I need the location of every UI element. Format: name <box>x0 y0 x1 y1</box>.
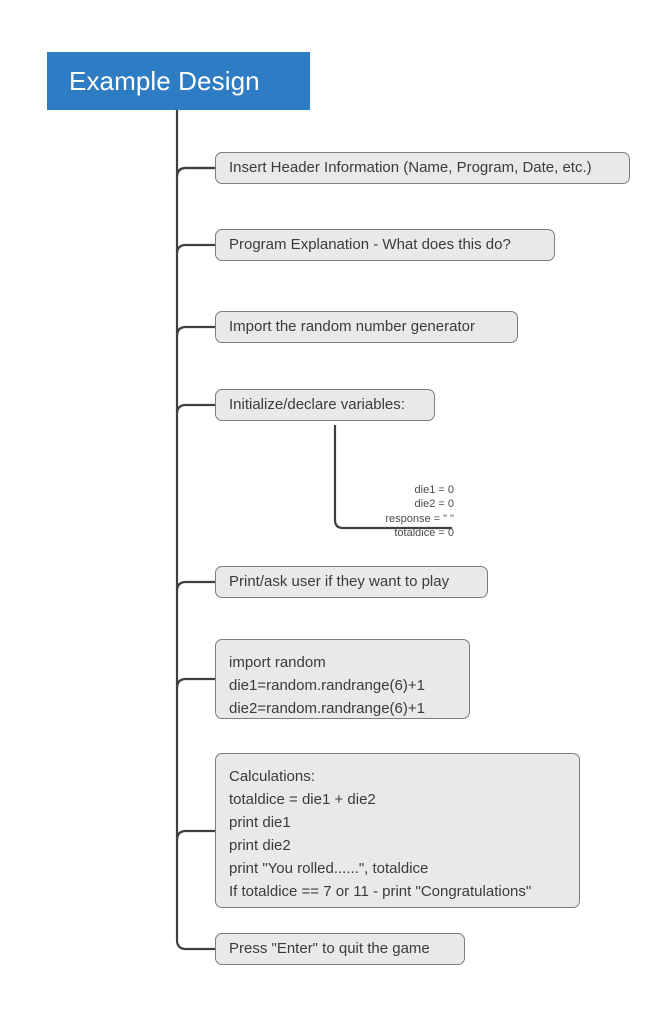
node-program-explanation-label: Program Explanation - What does this do? <box>229 236 511 253</box>
node-init-variables[interactable]: Initialize/declare variables: <box>215 389 435 421</box>
node-header-info[interactable]: Insert Header Information (Name, Program… <box>215 152 630 184</box>
node-calculations-label: Calculations: totaldice = die1 + die2 pr… <box>229 768 532 900</box>
node-init-variables-child-text: die1 = 0 die2 = 0 response = " " totaldi… <box>332 468 454 555</box>
init-variables-child-label: die1 = 0 die2 = 0 response = " " totaldi… <box>385 483 454 540</box>
node-calculations[interactable]: Calculations: totaldice = die1 + die2 pr… <box>215 753 580 908</box>
root-node-label: Example Design <box>69 65 260 96</box>
root-node[interactable]: Example Design <box>47 52 310 110</box>
node-quit-game-label: Press "Enter" to quit the game <box>229 940 430 957</box>
node-import-rng-label: Import the random number generator <box>229 318 475 335</box>
node-init-variables-label: Initialize/declare variables: <box>229 396 405 413</box>
node-random-rolls-label: import random die1=random.randrange(6)+1… <box>229 654 425 717</box>
node-random-rolls[interactable]: import random die1=random.randrange(6)+1… <box>215 639 470 719</box>
node-program-explanation[interactable]: Program Explanation - What does this do? <box>215 229 555 261</box>
node-print-ask-user[interactable]: Print/ask user if they want to play <box>215 566 488 598</box>
node-print-ask-user-label: Print/ask user if they want to play <box>229 573 450 590</box>
node-header-info-label: Insert Header Information (Name, Program… <box>229 159 592 176</box>
node-quit-game[interactable]: Press "Enter" to quit the game <box>215 933 465 965</box>
node-import-rng[interactable]: Import the random number generator <box>215 311 518 343</box>
